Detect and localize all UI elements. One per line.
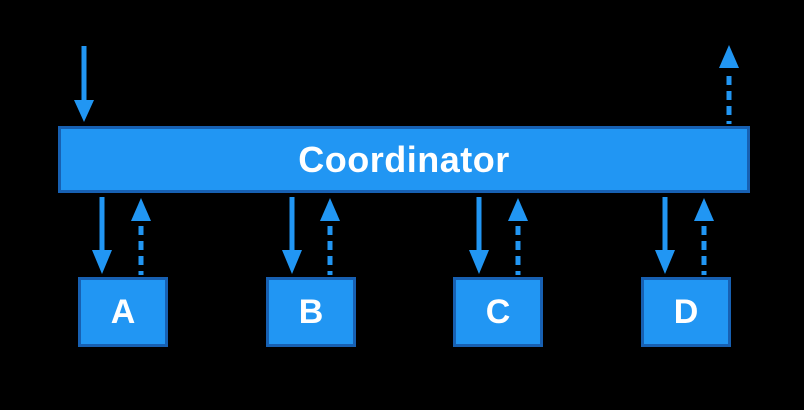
coordinator-label: Coordinator xyxy=(298,138,510,180)
arrow-head xyxy=(282,250,302,274)
arrow-head xyxy=(719,45,739,68)
d-to-coordinator-arrow-icon xyxy=(694,198,714,275)
arrow-head xyxy=(694,198,714,221)
arrow-head xyxy=(508,198,528,221)
coordinator-to-c-arrow-icon xyxy=(469,197,489,274)
external-outbound-arrow-icon xyxy=(719,45,739,124)
arrow-head xyxy=(74,100,94,122)
worker-node-a: A xyxy=(78,277,168,347)
arrow-head xyxy=(655,250,675,274)
arrow-head xyxy=(92,250,112,274)
worker-label: C xyxy=(485,292,511,331)
worker-label: A xyxy=(110,292,136,331)
a-to-coordinator-arrow-icon xyxy=(131,198,151,275)
worker-label: D xyxy=(673,292,699,331)
c-to-coordinator-arrow-icon xyxy=(508,198,528,275)
b-to-coordinator-arrow-icon xyxy=(320,198,340,275)
arrow-head xyxy=(131,198,151,221)
coordinator-to-d-arrow-icon xyxy=(655,197,675,274)
coordinator-node: Coordinator xyxy=(58,126,750,193)
worker-label: B xyxy=(298,292,324,331)
coordinator-to-b-arrow-icon xyxy=(282,197,302,274)
worker-node-c: C xyxy=(453,277,543,347)
coordinator-to-a-arrow-icon xyxy=(92,197,112,274)
external-inbound-arrow-icon xyxy=(74,46,94,122)
arrow-head xyxy=(469,250,489,274)
worker-node-b: B xyxy=(266,277,356,347)
arrow-head xyxy=(320,198,340,221)
worker-node-d: D xyxy=(641,277,731,347)
